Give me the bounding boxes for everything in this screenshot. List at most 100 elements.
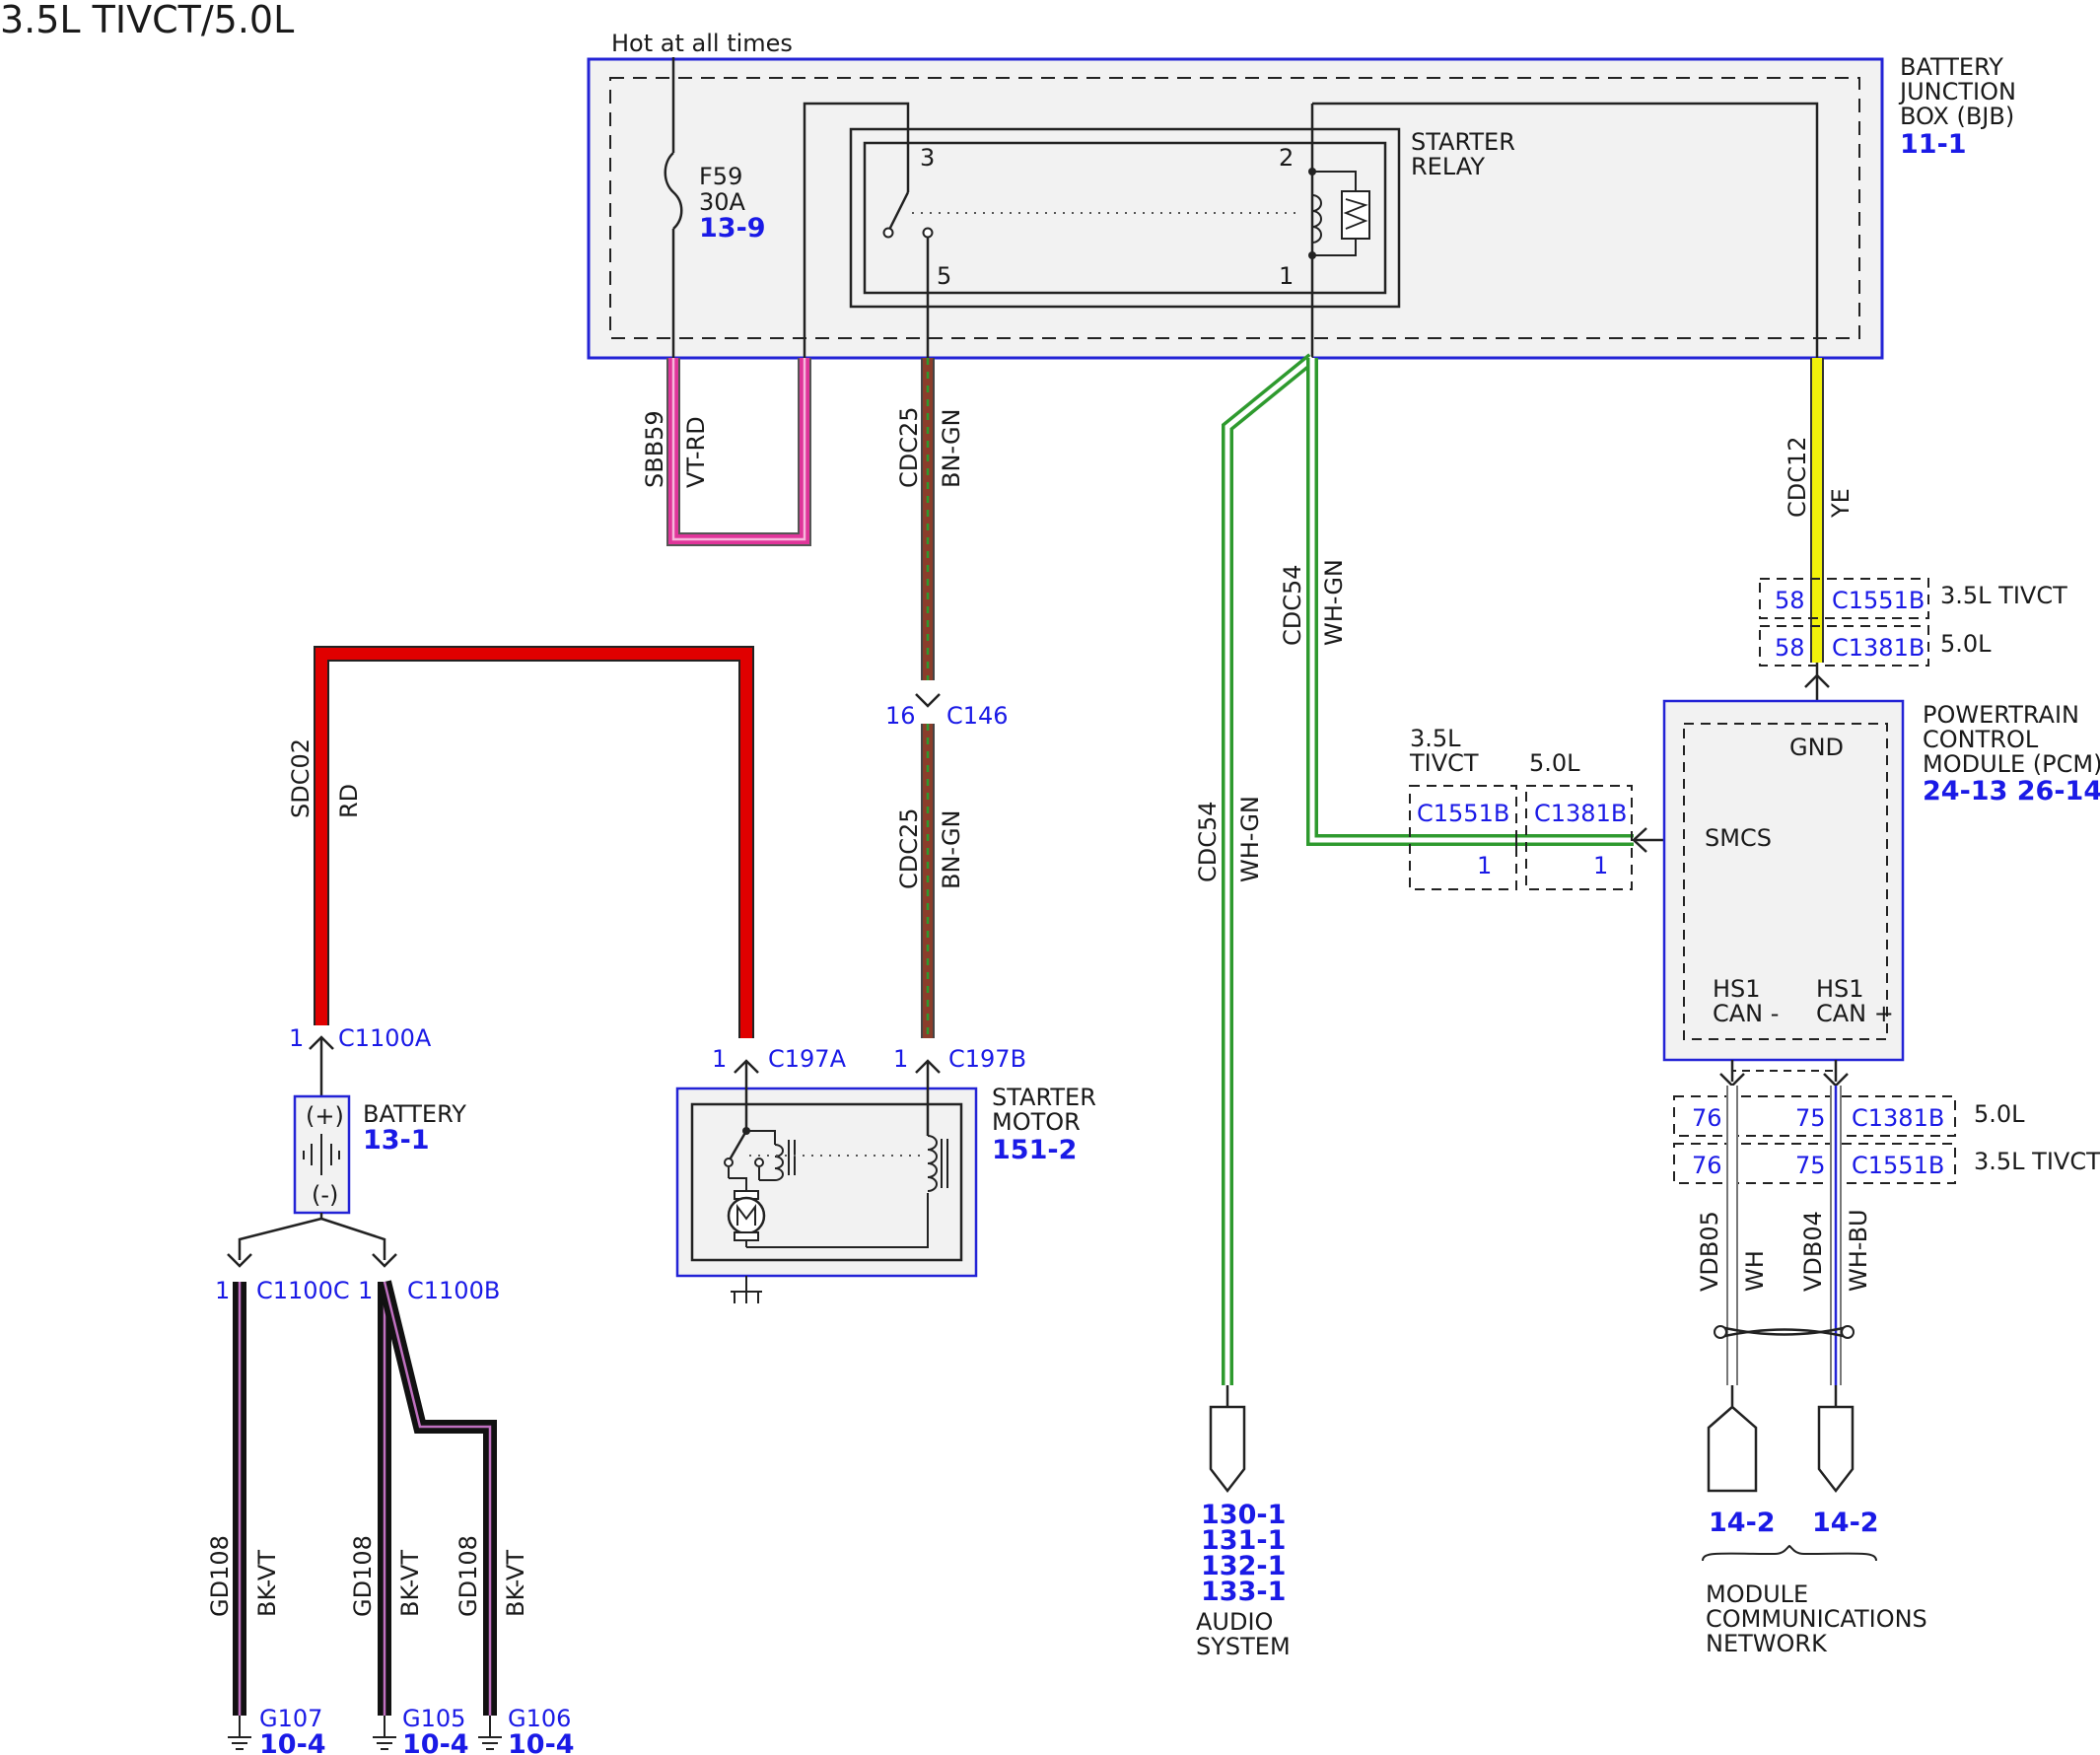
battery-neg-wire-a bbox=[238, 1213, 323, 1260]
cdc54-left-circuit: CDC54 bbox=[1194, 801, 1222, 882]
network-arrow-icon-1 bbox=[1707, 1385, 1758, 1493]
pcm-hs1-l-2: CAN - bbox=[1713, 1000, 1779, 1027]
pcm-inner-dashed bbox=[1683, 723, 1888, 1040]
ground-icon-g105 bbox=[373, 1716, 396, 1750]
pcm-name-1: POWERTRAIN bbox=[1923, 701, 2079, 729]
pcm-refs[interactable]: 24-13 26-14 bbox=[1923, 776, 2100, 807]
smcs-connector-1-name[interactable]: C1551B bbox=[1417, 800, 1509, 827]
pcm-gnd-2-name[interactable]: C1381B bbox=[1832, 634, 1925, 662]
wire-gd108-c[interactable] bbox=[378, 1280, 497, 1716]
pcm-name-3: MODULE (PCM) bbox=[1923, 750, 2100, 778]
network-ref-1[interactable]: 14-2 bbox=[1709, 1508, 1776, 1538]
vdb05-color: WH bbox=[1741, 1250, 1769, 1292]
c197a-pin: 1 bbox=[712, 1045, 727, 1073]
pcm-gnd-label: GND bbox=[1789, 734, 1844, 761]
diagram-title: 3.5L TIVCT/5.0L bbox=[0, 0, 294, 41]
c1100a-pin: 1 bbox=[289, 1024, 304, 1052]
cdc12-circuit: CDC12 bbox=[1784, 436, 1811, 518]
c1100b-pin: 1 bbox=[358, 1277, 373, 1304]
c1100b-name[interactable]: C1100B bbox=[407, 1277, 500, 1304]
audio-ref-3[interactable]: 132-1 bbox=[1201, 1551, 1286, 1581]
audio-ref-1[interactable]: 130-1 bbox=[1201, 1500, 1286, 1530]
c197b-pin: 1 bbox=[893, 1045, 908, 1073]
smcs-connector-2-pin: 1 bbox=[1593, 852, 1608, 879]
smcs-variant-2: 5.0L bbox=[1529, 749, 1580, 777]
resistor-zigzag bbox=[1343, 198, 1368, 230]
c146-pin: 16 bbox=[885, 702, 916, 730]
relay-outer-box bbox=[849, 127, 1401, 309]
wire-cdc54-right[interactable] bbox=[1306, 358, 1634, 846]
can-2-pin-l: 76 bbox=[1692, 1152, 1722, 1179]
battery-minus: (-) bbox=[312, 1181, 338, 1209]
pcm-gnd-2-pin: 58 bbox=[1775, 634, 1805, 662]
audio-ref-4[interactable]: 133-1 bbox=[1201, 1577, 1286, 1607]
c1100a-name[interactable]: C1100A bbox=[338, 1024, 432, 1052]
cdc25-top-color: BN-GN bbox=[938, 408, 965, 488]
cdc54-left-color: WH-GN bbox=[1236, 796, 1264, 882]
can-2-name[interactable]: C1551B bbox=[1852, 1152, 1944, 1179]
audio-system-arrow-icon bbox=[1209, 1405, 1246, 1494]
bjb-name-2: JUNCTION bbox=[1898, 78, 2016, 105]
g105-name: G105 bbox=[402, 1705, 465, 1732]
pcm-hs1-r-1: HS1 bbox=[1816, 975, 1864, 1003]
pcm-hs1-l-1: HS1 bbox=[1713, 975, 1761, 1003]
c197a-name[interactable]: C197A bbox=[768, 1045, 847, 1073]
audio-name-2: SYSTEM bbox=[1196, 1633, 1291, 1660]
relay-pin-2: 2 bbox=[1279, 144, 1294, 172]
bjb-ref[interactable]: 11-1 bbox=[1900, 129, 1967, 160]
c1100b-connector-icon bbox=[372, 1253, 397, 1268]
ground-icon-g106 bbox=[478, 1716, 502, 1750]
wire-cdc54-left[interactable] bbox=[1222, 353, 1316, 1385]
fuse-ref[interactable]: 13-9 bbox=[699, 213, 766, 244]
c146-name[interactable]: C146 bbox=[946, 702, 1009, 730]
g106-ref[interactable]: 10-4 bbox=[508, 1729, 575, 1755]
audio-ref-2[interactable]: 131-1 bbox=[1201, 1525, 1286, 1556]
starter-motor-ref[interactable]: 151-2 bbox=[992, 1135, 1077, 1165]
battery-ref[interactable]: 13-1 bbox=[363, 1125, 430, 1156]
smcs-variant-1a: 3.5L bbox=[1410, 725, 1461, 752]
c1100c-name[interactable]: C1100C bbox=[256, 1277, 350, 1304]
can-dashed-link bbox=[1731, 1067, 1836, 1072]
can-connector-1-box bbox=[1673, 1095, 1956, 1137]
network-ref-2[interactable]: 14-2 bbox=[1812, 1508, 1879, 1538]
can-2-variant: 3.5L TIVCT bbox=[1974, 1148, 2100, 1175]
hot-label: Hot at all times bbox=[611, 30, 793, 57]
g105-ref[interactable]: 10-4 bbox=[402, 1729, 469, 1755]
sbb59-color: VT-RD bbox=[682, 416, 710, 488]
relay-coil-icon bbox=[1311, 194, 1322, 244]
gd108-a-circuit: GD108 bbox=[206, 1535, 234, 1617]
gd108-c-circuit: GD108 bbox=[455, 1535, 482, 1617]
fuse-rating: 30A bbox=[699, 188, 746, 216]
c1100c-connector-icon bbox=[227, 1253, 252, 1268]
c197b-name[interactable]: C197B bbox=[948, 1045, 1026, 1073]
battery-plus: (+) bbox=[306, 1102, 344, 1130]
smcs-variant-1b: TIVCT bbox=[1409, 749, 1479, 777]
ground-icon-g107 bbox=[228, 1716, 251, 1750]
pcm-gnd-connector-2-box bbox=[1759, 625, 1929, 667]
network-brace-icon bbox=[1702, 1544, 1877, 1562]
starter-motor-inner-box bbox=[690, 1102, 963, 1262]
vdb05-circuit: VDB05 bbox=[1696, 1211, 1723, 1292]
relay-contact-no bbox=[922, 227, 934, 239]
wire-sdc02-outline bbox=[314, 646, 754, 1038]
g107-ref[interactable]: 10-4 bbox=[259, 1729, 326, 1755]
can-2-pin-r: 75 bbox=[1795, 1152, 1826, 1179]
pcm-gnd-1-name[interactable]: C1551B bbox=[1832, 587, 1925, 614]
wire-sdc02[interactable] bbox=[315, 648, 752, 1038]
gd108-b-color: BK-VT bbox=[396, 1550, 424, 1617]
pcm-gnd-2-variant: 5.0L bbox=[1940, 630, 1992, 658]
starter-motor-box bbox=[675, 1087, 978, 1278]
battery-cells-icon bbox=[303, 1134, 340, 1175]
can-1-name[interactable]: C1381B bbox=[1852, 1104, 1944, 1132]
bjb-name-1: BATTERY bbox=[1900, 53, 2003, 81]
relay-feed-wire bbox=[803, 102, 910, 358]
starter-motor-icon bbox=[724, 1061, 948, 1303]
smcs-connector-2-name[interactable]: C1381B bbox=[1534, 800, 1627, 827]
gd108-c-color: BK-VT bbox=[502, 1550, 529, 1617]
cdc54-right-circuit: CDC54 bbox=[1279, 564, 1306, 646]
relay-pin-5: 5 bbox=[937, 262, 951, 290]
audio-name-1: AUDIO bbox=[1196, 1608, 1273, 1636]
network-name-1: MODULE bbox=[1706, 1580, 1808, 1608]
c1100c-pin: 1 bbox=[215, 1277, 230, 1304]
